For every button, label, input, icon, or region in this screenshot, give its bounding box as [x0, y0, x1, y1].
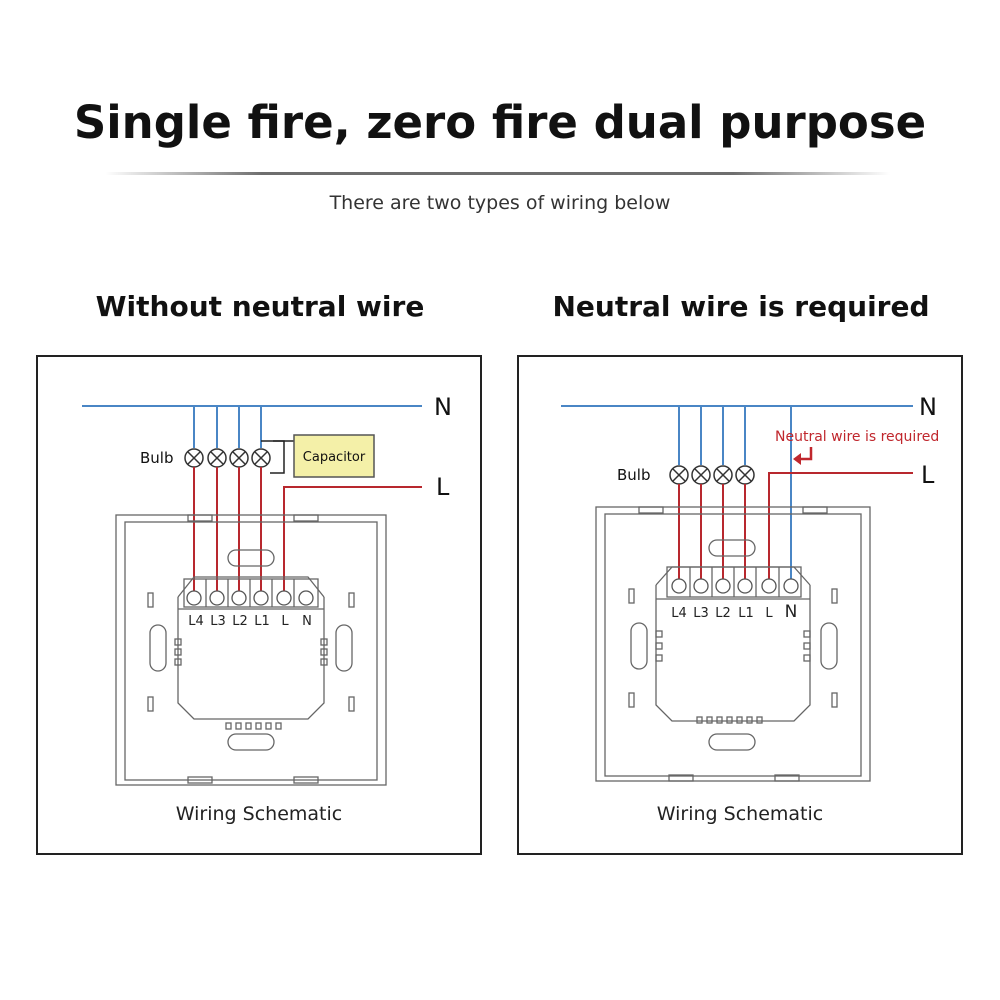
- bulb-icon: [669, 465, 689, 485]
- l-label: L: [436, 473, 450, 501]
- page-title: Single fire, zero fire dual purpose: [73, 96, 927, 149]
- switch-back-plate: [115, 514, 387, 786]
- terminal-label: L: [281, 614, 289, 629]
- terminal-screw-l: [276, 590, 292, 606]
- bulb-icon: [735, 465, 755, 485]
- bulb-label: Bulb: [617, 466, 651, 484]
- terminal-label: L2: [232, 614, 248, 629]
- terminal-screw-n: [783, 578, 799, 594]
- bulb-icon: [207, 448, 227, 468]
- terminal-label: L1: [254, 614, 270, 629]
- right-heading: Neutral wire is required: [552, 290, 930, 323]
- neutral-note: Neutral wire is required: [775, 429, 939, 445]
- left-heading: Without neutral wire: [95, 290, 425, 323]
- live-wire: [768, 472, 913, 585]
- bulb-icon: [691, 465, 711, 485]
- capacitor-label: Capacitor: [303, 450, 366, 465]
- bulb-icon: [713, 465, 733, 485]
- terminal-label: L3: [210, 614, 226, 629]
- live-wire: [283, 486, 422, 597]
- capacitor-lead: [261, 440, 285, 474]
- terminal-screw-l2: [231, 590, 247, 606]
- left-caption: Wiring Schematic: [175, 803, 343, 825]
- right-caption: Wiring Schematic: [656, 803, 824, 825]
- terminal-screw-l4: [671, 578, 687, 594]
- terminal-screw-l3: [693, 578, 709, 594]
- n-label: N: [919, 393, 937, 421]
- return-arrow-icon: [793, 447, 813, 465]
- terminal-label: L3: [693, 606, 709, 621]
- terminal-label: L: [765, 606, 773, 621]
- terminal-screw-l4: [186, 590, 202, 606]
- page-subtitle: There are two types of wiring below: [329, 192, 671, 214]
- terminal-label: L4: [188, 614, 204, 629]
- l-label: L: [921, 461, 935, 489]
- bulb-icon: [251, 448, 271, 468]
- terminal-screw-l: [761, 578, 777, 594]
- right-diagram-panel: N Neutral wire is required Bulb L: [517, 355, 963, 855]
- terminal-screw-l1: [253, 590, 269, 606]
- left-diagram-panel: N Capacitor Bulb L: [36, 355, 482, 855]
- terminal-label: L1: [738, 606, 754, 621]
- terminal-screw-l1: [737, 578, 753, 594]
- bulb-icon: [229, 448, 249, 468]
- terminal-screw-l3: [209, 590, 225, 606]
- capacitor-box: [293, 434, 375, 478]
- title-divider: [105, 172, 890, 175]
- left-wiring-diagram: N Capacitor Bulb L: [82, 393, 452, 786]
- right-wiring-diagram: N Neutral wire is required Bulb L: [561, 393, 939, 782]
- switch-back-plate: [595, 506, 871, 782]
- terminal-label: N: [302, 614, 312, 629]
- terminal-screw-l2: [715, 578, 731, 594]
- terminal-label: L2: [715, 606, 731, 621]
- terminal-label: L4: [671, 606, 687, 621]
- terminal-screw-n: [298, 590, 314, 606]
- terminal-label: N: [785, 602, 798, 622]
- n-label: N: [434, 393, 452, 421]
- bulb-icon: [184, 448, 204, 468]
- bulb-label: Bulb: [140, 449, 174, 467]
